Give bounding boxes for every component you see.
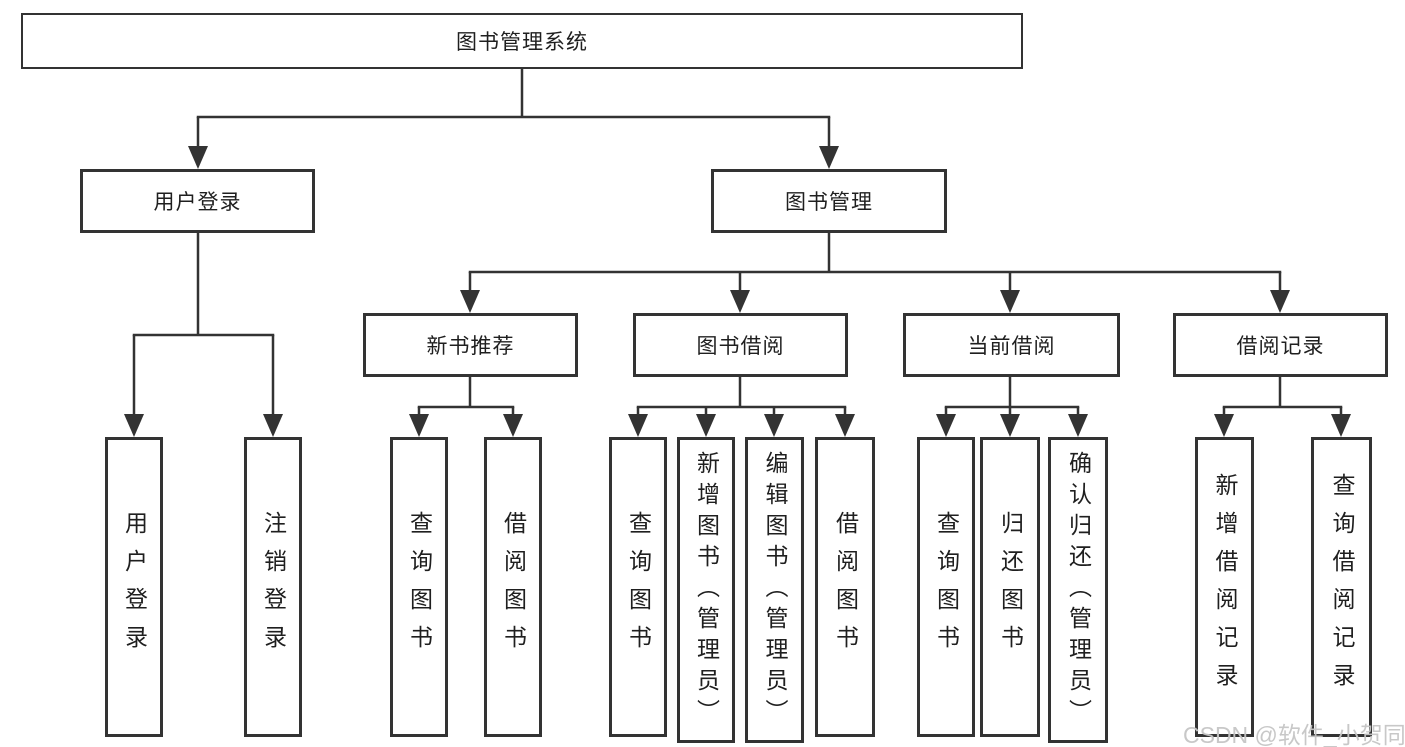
node-label: 图书管理 [785, 191, 873, 214]
node-label: 借阅图书 [832, 511, 859, 663]
node-book-management: 图书管理 [711, 169, 947, 233]
node-label: 用户登录 [121, 511, 148, 663]
node-label: 新书推荐 [426, 335, 515, 358]
node-label: 新增图书（管理员） [693, 450, 720, 730]
node-leaf-return-books: 归还图书 [980, 437, 1040, 737]
node-label: 查询图书 [406, 511, 433, 663]
node-leaf-logout: 注销登录 [244, 437, 302, 737]
node-leaf-confirm-return-admin: 确认归还（管理员） [1048, 437, 1108, 743]
node-borrowing-records: 借阅记录 [1173, 313, 1388, 377]
node-book-borrowing: 图书借阅 [633, 313, 848, 377]
node-label: 新增借阅记录 [1212, 473, 1238, 701]
node-label: 查询借阅记录 [1329, 473, 1355, 701]
node-label: 归还图书 [997, 511, 1024, 663]
node-label: 借阅图书 [500, 511, 527, 663]
node-user-login: 用户登录 [80, 169, 315, 233]
node-leaf-borrow-books-recommend: 借阅图书 [484, 437, 542, 737]
node-label: 借阅记录 [1236, 335, 1325, 358]
node-leaf-borrow-books-borrowing: 借阅图书 [815, 437, 875, 737]
node-leaf-add-borrow-record: 新增借阅记录 [1195, 437, 1254, 737]
node-leaf-query-books-recommend: 查询图书 [390, 437, 448, 737]
node-label: 用户登录 [153, 191, 242, 214]
node-leaf-query-books-current: 查询图书 [917, 437, 975, 737]
node-library-management-system: 图书管理系统 [21, 13, 1023, 69]
node-leaf-query-borrow-record: 查询借阅记录 [1311, 437, 1372, 737]
node-leaf-edit-books-admin: 编辑图书（管理员） [745, 437, 804, 743]
node-current-borrowing: 当前借阅 [903, 313, 1120, 377]
node-label: 编辑图书（管理员） [762, 450, 788, 730]
node-leaf-user-login: 用户登录 [105, 437, 163, 737]
node-leaf-add-books-admin: 新增图书（管理员） [677, 437, 735, 743]
node-label: 查询图书 [933, 511, 960, 663]
node-label: 图书管理系统 [456, 31, 588, 54]
node-label: 查询图书 [625, 511, 652, 663]
node-label: 注销登录 [260, 511, 287, 663]
node-label: 确认归还（管理员） [1065, 450, 1092, 730]
node-new-book-recommendation: 新书推荐 [363, 313, 578, 377]
node-label: 图书借阅 [696, 335, 785, 358]
node-leaf-query-books-borrowing: 查询图书 [609, 437, 667, 737]
node-label: 当前借阅 [967, 335, 1056, 358]
